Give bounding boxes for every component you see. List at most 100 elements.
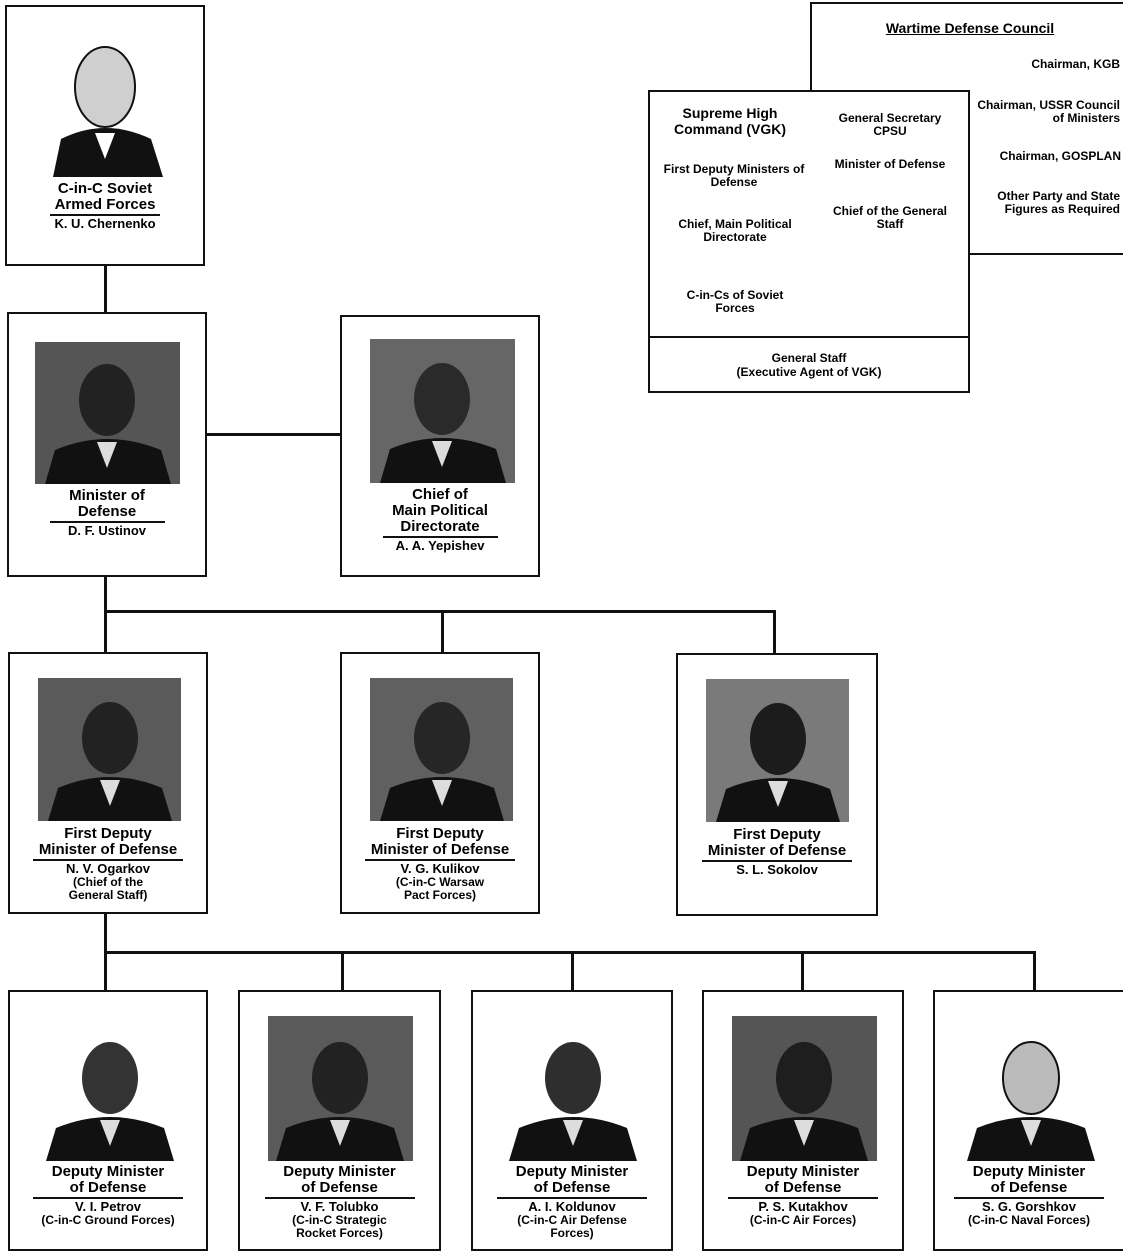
person-name: D. F. Ustinov	[67, 523, 146, 538]
connector-row4-bus	[104, 951, 1036, 954]
card-yepishev: Chief of Main Political Directorate A. A…	[340, 315, 540, 577]
connector-row4-gorshkov	[1033, 951, 1036, 992]
portrait-photo	[959, 1016, 1104, 1161]
council-item: Chairman, USSR Council of Ministers	[977, 98, 1120, 125]
council-item: Chairman, GOSPLAN	[999, 149, 1121, 163]
connector-row3-bus	[104, 610, 776, 613]
connector-row3-kulikov	[441, 610, 444, 654]
person-role: Forces)	[550, 1226, 594, 1240]
overlap-item: Minister of Defense	[834, 157, 946, 171]
person-role: Pact Forces)	[403, 888, 477, 902]
card-kulikov: First Deputy Minister of Defense V. G. K…	[340, 652, 540, 914]
card-title-line: First Deputy	[733, 826, 821, 843]
card-ustinov: Minister of Defense D. F. Ustinov	[7, 312, 207, 577]
title-underline	[382, 536, 498, 538]
card-title-line: Minister of Defense	[707, 842, 847, 859]
general-staff-line: General Staff	[771, 351, 847, 365]
card-caption: Deputy Minister of Defense S. G. Gorshko…	[935, 1164, 1123, 1227]
card-title-line: Main Political	[392, 502, 488, 519]
person-role: (C-in-C Naval Forces)	[967, 1213, 1091, 1227]
title-underline	[954, 1197, 1104, 1199]
title-underline	[49, 521, 165, 523]
title-underline	[702, 860, 852, 862]
council-item: Other Party and State Figures as Require…	[997, 189, 1120, 216]
card-title-line: Deputy Minister	[283, 1163, 396, 1180]
card-gorshkov: Deputy Minister of Defense S. G. Gorshko…	[933, 990, 1123, 1251]
card-ogarkov: First Deputy Minister of Defense N. V. O…	[8, 652, 208, 914]
general-staff-line: (Executive Agent of VGK)	[736, 365, 882, 379]
general-staff-divider	[648, 336, 970, 338]
person-name: S. L. Sokolov	[736, 862, 818, 877]
title-underline	[33, 1197, 183, 1199]
portrait-photo	[706, 679, 849, 822]
card-title-line: of Defense	[990, 1179, 1068, 1196]
card-title-line: First Deputy	[396, 825, 484, 842]
person-name: A. A. Yepishev	[395, 538, 485, 553]
card-caption: First Deputy Minister of Defense N. V. O…	[10, 826, 206, 902]
person-name: A. I. Koldunov	[528, 1199, 616, 1214]
portrait-photo	[732, 1016, 877, 1161]
title-underline	[728, 1197, 878, 1199]
card-title-line: Minister of Defense	[370, 841, 510, 858]
portrait-photo	[268, 1016, 413, 1161]
connector-row3-sokolov	[773, 610, 776, 654]
vgk-item: Chief, Main Political Directorate	[678, 217, 792, 244]
card-title-line: Directorate	[400, 518, 480, 535]
vgk-title: Supreme High Command (VGK)	[674, 105, 786, 137]
portrait-photo	[501, 1016, 646, 1161]
person-role: General Staff)	[68, 888, 148, 902]
card-kutakhov: Deputy Minister of Defense P. S. Kutakho…	[702, 990, 904, 1251]
card-title-line: Deputy Minister	[515, 1163, 629, 1180]
person-name: V. I. Petrov	[75, 1199, 141, 1214]
card-title-line: of Defense	[69, 1179, 147, 1196]
council-item: Chairman, KGB	[1031, 57, 1120, 71]
card-caption: Deputy Minister of Defense P. S. Kutakho…	[704, 1164, 902, 1227]
card-caption: First Deputy Minister of Defense S. L. S…	[678, 827, 876, 877]
title-underline	[365, 859, 515, 861]
person-role: (C-in-C Strategic	[292, 1213, 387, 1227]
vgk-item: First Deputy Ministers of Defense	[663, 162, 805, 189]
card-title-line: Minister of Defense	[38, 841, 178, 858]
card-petrov: Deputy Minister of Defense V. I. Petrov …	[8, 990, 208, 1251]
card-title-line: Chief of	[412, 486, 468, 503]
title-underline	[264, 1197, 415, 1199]
card-tolubko: Deputy Minister of Defense V. F. Tolubko…	[238, 990, 441, 1251]
portrait-photo	[47, 29, 167, 177]
person-name: N. V. Ogarkov	[65, 861, 151, 876]
card-caption: C-in-C Soviet Armed Forces K. U. Chernen…	[7, 181, 203, 231]
card-title-line: Deputy Minister	[746, 1163, 860, 1180]
card-title-line: First Deputy	[64, 825, 152, 842]
card-caption: First Deputy Minister of Defense V. G. K…	[342, 826, 538, 902]
card-title-line: of Defense	[533, 1179, 611, 1196]
portrait-photo	[35, 342, 180, 484]
council-title: Wartime Defense Council	[885, 20, 1055, 36]
person-name: P. S. Kutakhov	[758, 1199, 848, 1214]
portrait-photo	[370, 678, 513, 821]
person-role: (C-in-C Warsaw	[395, 875, 485, 889]
card-chernenko: C-in-C Soviet Armed Forces K. U. Chernen…	[5, 5, 205, 266]
person-name: V. F. Tolubko	[300, 1199, 379, 1214]
card-caption: Minister of Defense D. F. Ustinov	[9, 488, 205, 538]
person-role: (C-in-C Air Forces)	[749, 1213, 857, 1227]
title-underline	[497, 1197, 647, 1199]
card-title-line: Armed Forces	[54, 196, 156, 213]
connector-row4-tolubko	[341, 951, 344, 992]
title-underline	[50, 214, 160, 216]
vgk-box	[648, 90, 970, 393]
person-role: (C-in-C Air Defense	[517, 1213, 627, 1227]
person-role: Rocket Forces)	[296, 1226, 383, 1240]
connector-top-to-minister	[104, 265, 107, 313]
connector-row4-kutakhov	[801, 951, 804, 992]
card-koldunov: Deputy Minister of Defense A. I. Kolduno…	[471, 990, 673, 1251]
card-title-line: Deputy Minister	[972, 1163, 1086, 1180]
person-role: (C-in-C Ground Forces)	[41, 1213, 175, 1227]
person-name: V. G. Kulikov	[400, 861, 480, 876]
connector-minister-down	[104, 576, 107, 652]
card-caption: Deputy Minister of Defense V. F. Tolubko…	[240, 1164, 439, 1240]
card-caption: Chief of Main Political Directorate A. A…	[342, 487, 538, 553]
person-name: K. U. Chernenko	[54, 216, 156, 231]
connector-minister-to-chief	[206, 433, 342, 436]
title-underline	[33, 859, 183, 861]
person-role: (Chief of the	[73, 875, 143, 889]
portrait-photo	[38, 1016, 183, 1161]
